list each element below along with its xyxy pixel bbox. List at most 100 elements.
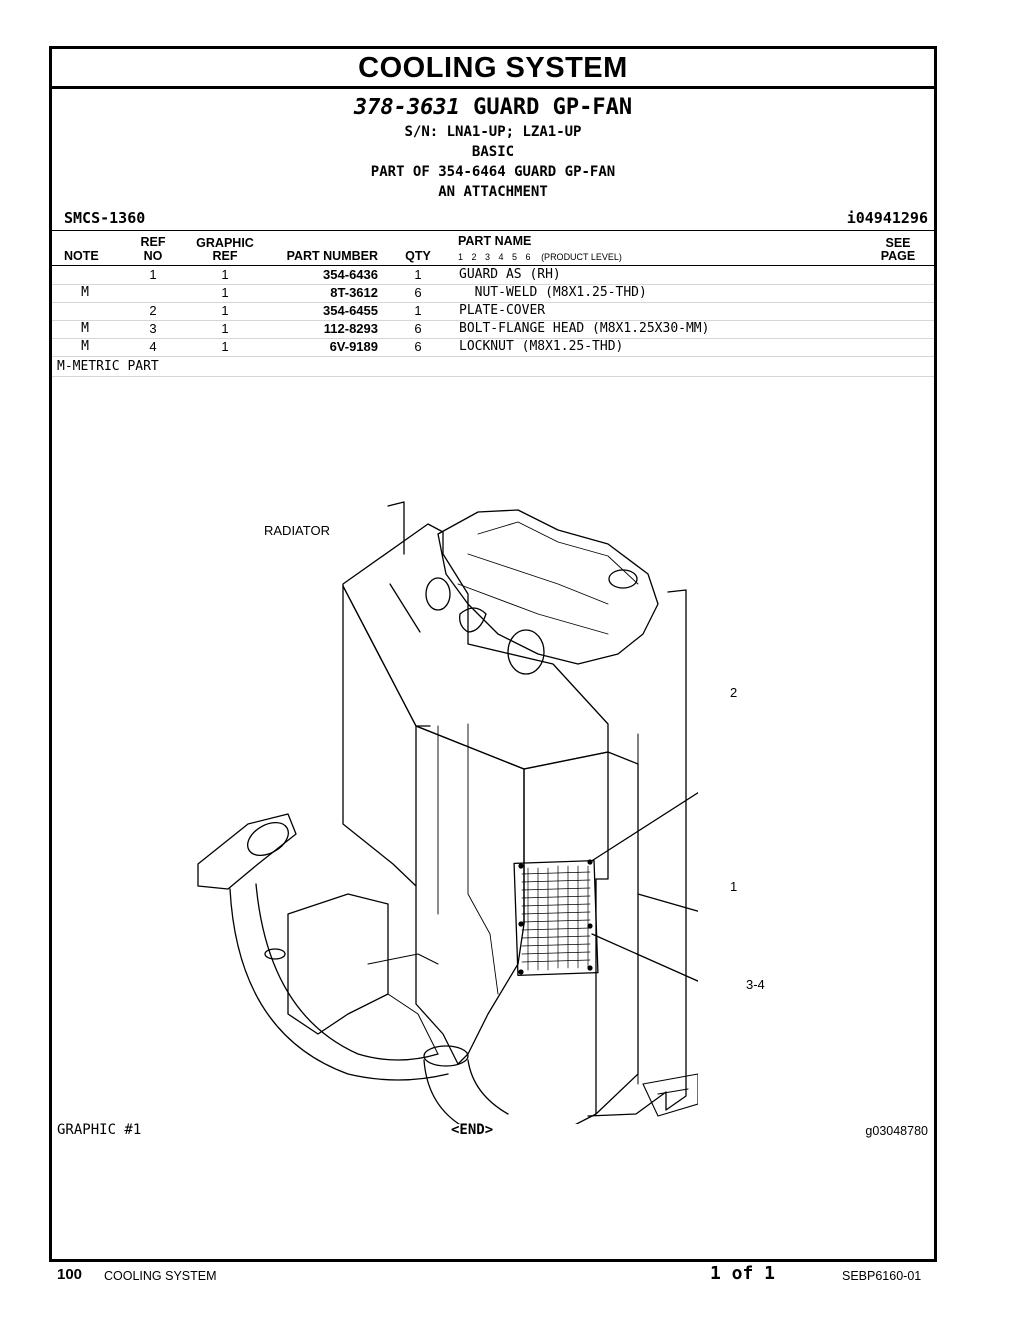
top-panel-slot (459, 607, 487, 633)
smcs-code: SMCS-1360 (64, 209, 146, 227)
radiator-frame (387, 501, 687, 1117)
top-tank (437, 509, 659, 665)
upper-hose-end (425, 577, 451, 611)
part-number-cell: 8T-3612 (330, 285, 378, 300)
graphic-label: GRAPHIC #1 (57, 1122, 142, 1138)
level-numbers: 1 2 3 4 5 6 (458, 252, 531, 262)
left-bracket (197, 813, 297, 890)
left-pipe-end (247, 821, 289, 857)
callout-1: 1 (730, 879, 738, 894)
col-see-bottom: PAGE (880, 249, 916, 263)
left-lower-pipe (229, 883, 449, 1081)
part-name-cell: LOCKNUT (M8X1.25-THD) (459, 339, 624, 354)
part-number-cell: 112-8293 (323, 321, 378, 336)
part-number-cell: 354-6455 (323, 303, 378, 318)
qty-cell: 6 (414, 285, 422, 300)
table-row: 1 1 354-6436 1 GUARD AS (RH) (52, 266, 934, 285)
group-name: GUARD GP-FAN (473, 95, 633, 120)
part-name-cell: PLATE-COVER (459, 303, 546, 318)
lower-duct (367, 953, 439, 1055)
exploded-view-illustration (197, 501, 698, 1124)
shroud-inner (437, 723, 499, 995)
shroud-right-front (595, 751, 639, 1115)
footer-page-number: 100 (57, 1266, 83, 1283)
table-row: M 1 8T-3612 6 NUT-WELD (M8X1.25-THD) (52, 284, 934, 303)
ref-cell: 4 (149, 339, 157, 354)
end-marker: <END> (451, 1122, 494, 1138)
footer-page-of: 1 of 1 (710, 1263, 776, 1284)
part-number-cell: 354-6436 (323, 267, 378, 282)
col-part-name: PART NAME (458, 234, 532, 248)
qty-cell: 1 (414, 303, 422, 318)
footer-section: COOLING SYSTEM (104, 1269, 217, 1283)
col-note: NOTE (64, 249, 99, 263)
shroud-front (415, 725, 525, 1065)
group-header: 378-3631 GUARD GP-FAN S/N: LNA1-UP; LZA1… (52, 94, 934, 202)
table-row: M 3 1 112-8293 6 BOLT-FLANGE HEAD (M8X1.… (52, 320, 934, 339)
parts-page-frame: COOLING SYSTEM 378-3631 GUARD GP-FAN S/N… (49, 46, 937, 1262)
mount-bracket (642, 1073, 698, 1117)
lower-hose-clamp (423, 1045, 469, 1067)
graphic-id: g03048780 (865, 1124, 928, 1138)
product-levels: 1 2 3 4 5 6 (PRODUCT LEVEL) (458, 252, 622, 262)
tank-cap (608, 569, 638, 589)
fan-guard-mesh (521, 865, 591, 971)
serial-range: S/N: LNA1-UP; LZA1-UP (404, 124, 582, 140)
product-level-label: (PRODUCT LEVEL) (541, 252, 622, 262)
illustration-id: i04941296 (846, 209, 928, 227)
top-hose-end (507, 629, 545, 675)
shroud-main (342, 585, 417, 887)
qty-cell: 6 (414, 321, 422, 336)
tank-detail (457, 521, 639, 635)
footnote-rule (52, 376, 934, 377)
fan-guard-panel (513, 859, 599, 977)
section-title: COOLING SYSTEM (358, 52, 628, 84)
callout-3-4: 3-4 (746, 977, 765, 992)
radiator-label: RADIATOR (264, 523, 330, 538)
table-header-rule (52, 265, 934, 266)
graphic-cell: 1 (221, 339, 229, 354)
table-top-rule (52, 230, 934, 231)
section-title-bar: COOLING SYSTEM (52, 49, 934, 89)
leader-2 (589, 792, 698, 863)
note-cell: M (81, 285, 89, 300)
note-cell: M (81, 321, 89, 336)
graphic-cell: 1 (221, 267, 229, 282)
leader-1 (637, 893, 698, 912)
part-number-cell: 6V-9189 (329, 339, 378, 354)
footer-publication: SEBP6160-01 (842, 1269, 922, 1283)
lower-hose (423, 1059, 509, 1124)
ref-cell: 3 (149, 321, 157, 336)
ref-cell: 2 (149, 303, 157, 318)
part-name-cell: GUARD AS (RH) (459, 267, 561, 282)
leader-radiator (389, 583, 421, 633)
left-pipe-opening (264, 948, 286, 960)
graphic-cell: 1 (221, 303, 229, 318)
graphic-cell: 1 (221, 285, 229, 300)
col-ref-bottom: NO (143, 249, 163, 263)
ref-cell: 1 (149, 267, 157, 282)
col-ref-top: REF (140, 235, 166, 249)
radiator-top-crease (342, 585, 431, 727)
table-row: M 4 1 6V-9189 6 LOCKNUT (M8X1.25-THD) (52, 338, 934, 357)
leader-3-4 (591, 933, 698, 982)
left-shroud-panel (287, 893, 389, 1035)
col-qty: QTY (405, 249, 431, 263)
part-name-cell: NUT-WELD (M8X1.25-THD) (459, 285, 647, 300)
group-title: 378-3631 GUARD GP-FAN (52, 94, 934, 122)
col-part-number: PART NUMBER (286, 249, 378, 263)
part-of: PART OF 354-6464 GUARD GP-FAN (370, 164, 616, 180)
radiator-top-panel (342, 523, 609, 770)
part-name-cell: BOLT-FLANGE HEAD (M8X1.25X30-MM) (459, 321, 710, 336)
qty-cell: 1 (414, 267, 422, 282)
table-row: 2 1 354-6455 1 PLATE-COVER (52, 302, 934, 321)
group-number: 378-3631 (353, 95, 460, 120)
graphic-cell: 1 (221, 321, 229, 336)
note-cell: M (81, 339, 89, 354)
qty-cell: 6 (414, 339, 422, 354)
configuration: BASIC (471, 144, 515, 160)
attachment-note: AN ATTACHMENT (438, 184, 548, 200)
callout-2: 2 (730, 685, 738, 700)
metric-footnote: M-METRIC PART (57, 359, 159, 374)
col-graphic-top: GRAPHIC (196, 236, 254, 250)
